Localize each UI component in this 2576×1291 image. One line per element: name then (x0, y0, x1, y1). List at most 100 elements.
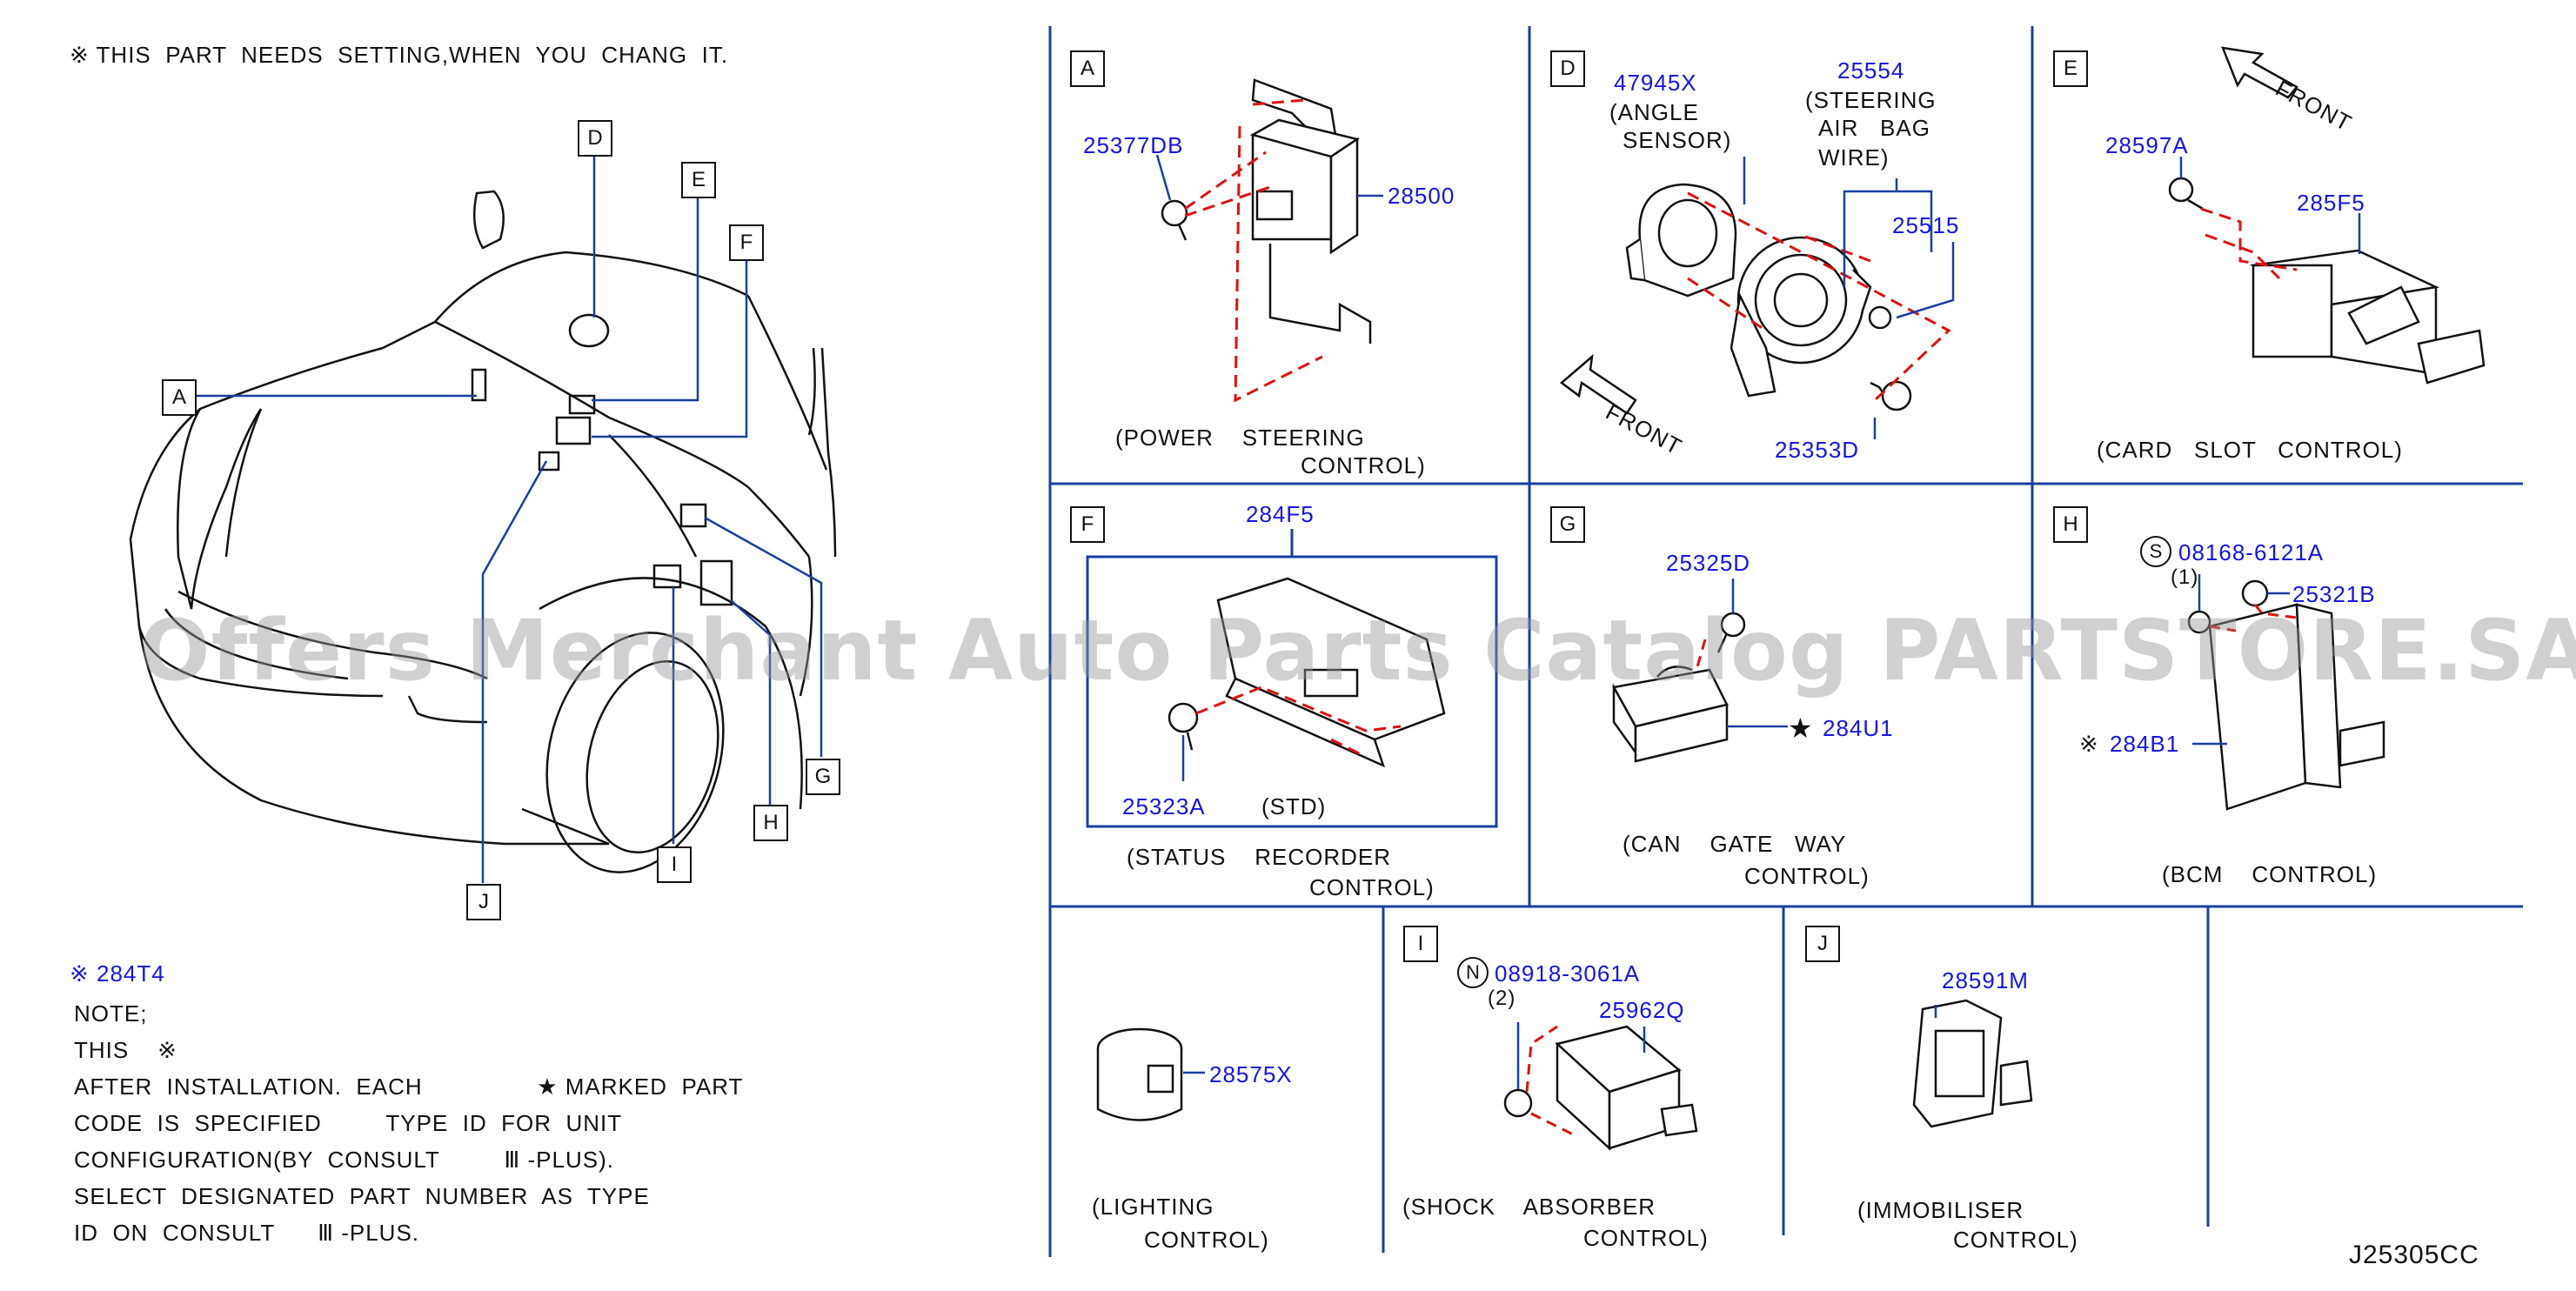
panel-d-dashed (1687, 191, 1951, 402)
panel-i-label: I (1403, 926, 1438, 962)
part-number: 285F5 (2297, 190, 2365, 216)
overview-label-g: G (806, 759, 840, 795)
part-number: 25353D (1775, 437, 1860, 463)
shock-absorber-dashed (1525, 1025, 1576, 1137)
car-illustration (129, 190, 837, 873)
part-number: 25962Q (1599, 997, 1685, 1023)
n-circle-icon: N (1457, 957, 1489, 988)
diagram-code: J25305CC (2349, 1241, 2479, 1269)
part-number: 28597A (2105, 132, 2189, 158)
panel-i-caption: CONTROL) (1583, 1225, 1709, 1251)
overview-label-i: I (657, 846, 692, 883)
part-number: 25323A (1122, 793, 1206, 819)
panel-d-desc: SENSOR) (1623, 127, 1732, 153)
note-line: ID ON CONSULT Ⅲ -PLUS. (74, 1220, 420, 1246)
overview-leaders (196, 155, 823, 883)
overview-label-h: H (753, 805, 788, 841)
panel-g-dashed (1695, 639, 1707, 671)
panel-j-caption: (IMMOBILISER (1857, 1197, 2024, 1223)
panel-f-label: F (1070, 506, 1105, 543)
immobiliser-module (1912, 999, 2033, 1128)
panel-g-label: G (1550, 506, 1585, 543)
part-number: 25321B (2292, 581, 2376, 607)
panel-a-leaders (1155, 154, 1383, 201)
panel-d-label: D (1550, 50, 1585, 87)
panel-f-dashed (1195, 686, 1402, 759)
panel-h-dashed (2209, 604, 2298, 632)
part-number: 28575X (1209, 1061, 1293, 1087)
header-note: ※ THIS PART NEEDS SETTING,WHEN YOU CHANG… (70, 42, 729, 68)
s-circle-icon: S (2140, 536, 2171, 567)
panel-d-front-arrow (1560, 353, 1637, 415)
panel-e-module (2168, 177, 2486, 385)
note-line: CONFIGURATION(BY CONSULT Ⅲ -PLUS). (74, 1147, 614, 1173)
note-mark-part: ※ 284T4 (70, 960, 165, 987)
panel-d-leaders (1743, 157, 1955, 439)
part-number: 25554 (1837, 57, 1905, 84)
overview-label-a: A (162, 379, 197, 416)
part-number: 28591M (1942, 967, 2029, 993)
shock-absorber-leaders (1516, 1022, 1646, 1089)
panel-i-caption: (SHOCK ABSORBER (1402, 1194, 1656, 1220)
part-number: 25377DB (1083, 132, 1184, 158)
part-number: 25515 (1892, 212, 1960, 238)
panel-d-parts (1625, 183, 1912, 411)
panel-d-desc: (ANGLE (1609, 99, 1699, 125)
panel-f-module (1168, 577, 1446, 768)
part-number: 25325D (1666, 550, 1751, 576)
panel-f-box (1086, 529, 1498, 828)
shock-absorber-module (1503, 1025, 1698, 1151)
overview-label-j: J (466, 884, 501, 920)
lighting-caption: CONTROL) (1144, 1227, 1269, 1253)
panel-d-desc: (STEERING (1805, 87, 1937, 113)
panel-h-label: H (2053, 506, 2088, 543)
watermark: Offers Merchant Auto Parts Catalog PARTS… (139, 602, 2576, 699)
panel-f-std: (STD) (1261, 793, 1327, 819)
star-mark: ★ (1788, 712, 1814, 744)
note-line: THIS ※ (74, 1037, 177, 1063)
panel-e-caption: (CARD SLOT CONTROL) (2097, 437, 2403, 463)
part-number: 284U1 (1823, 715, 1894, 741)
overview-label-f: F (729, 224, 764, 261)
panel-h-qty: (1) (2171, 565, 2199, 589)
panel-g-caption: CONTROL) (1744, 863, 1870, 889)
part-number: 28500 (1388, 183, 1455, 209)
panel-h-caption: (BCM CONTROL) (2162, 861, 2378, 887)
panel-grid (1048, 26, 2523, 1257)
note-line: AFTER INSTALLATION. EACH ★ MARKED PART (74, 1074, 744, 1100)
panel-a-dashed (1184, 98, 1323, 403)
panel-e-leaders (2179, 157, 2361, 254)
panel-i-qty: (2) (1488, 987, 1516, 1010)
part-number: 08918-3061A (1495, 960, 1641, 987)
panel-g-module (1612, 612, 1746, 763)
panel-h-leaders (2192, 574, 2290, 746)
panel-a-module (1161, 78, 1372, 344)
panel-a-label: A (1070, 50, 1105, 87)
panel-d-desc: WIRE) (1818, 144, 1890, 171)
panel-d-desc: AIR BAG (1818, 115, 1930, 141)
panel-a-caption: (POWER STEERING (1115, 425, 1365, 451)
note-line: CODE IS SPECIFIED TYPE ID FOR UNIT (74, 1110, 623, 1136)
panel-e-label: E (2053, 50, 2088, 87)
panel-e-dashed (2200, 207, 2298, 280)
lighting-switch (1096, 1027, 1183, 1121)
panel-f-caption: CONTROL) (1309, 874, 1435, 900)
note-line: NOTE; (74, 1000, 148, 1027)
lighting-caption: (LIGHTING (1092, 1194, 1214, 1220)
panel-a-caption: CONTROL) (1301, 452, 1426, 478)
part-number: 284F5 (1246, 501, 1315, 527)
panel-j-caption: CONTROL) (1953, 1227, 2078, 1253)
overview-label-e: E (681, 162, 716, 198)
panel-f-caption: (STATUS RECORDER (1127, 844, 1392, 870)
panel-g-leaders (1727, 579, 1788, 728)
panel-j-label: J (1805, 926, 1840, 962)
panel-e-front-arrow (2221, 46, 2298, 99)
setting-mark: ※ (2079, 731, 2099, 757)
overview-label-d: D (578, 120, 612, 157)
part-number: 08168-6121A (2178, 539, 2325, 565)
panel-g-caption: (CAN GATE WAY (1623, 831, 1847, 857)
part-number: 284B1 (2110, 731, 2180, 757)
part-number: 47945X (1614, 70, 1697, 96)
note-line: SELECT DESIGNATED PART NUMBER AS TYPE (74, 1183, 650, 1209)
